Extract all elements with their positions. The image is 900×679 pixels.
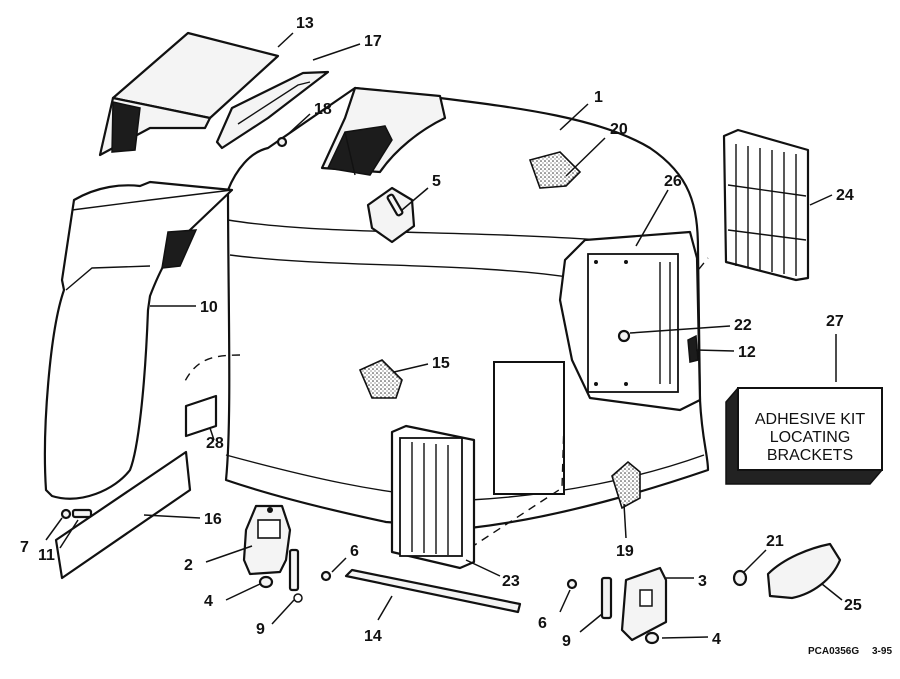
- latch-bar-9-right-part: [579, 576, 613, 633]
- front-grille-part: [390, 424, 501, 577]
- callout-26: 26: [664, 173, 682, 190]
- drawing-date: 3-95: [872, 646, 892, 657]
- bracket-12-part: [687, 334, 735, 363]
- trim-strip-part: [344, 568, 522, 621]
- screw-6-right-part: [559, 578, 578, 613]
- callout-12: 12: [738, 344, 756, 361]
- callout-2: 2: [184, 557, 193, 574]
- callout-23: 23: [502, 573, 520, 590]
- drawing-code: PCA0356G: [808, 646, 859, 657]
- callout-15: 15: [432, 355, 450, 372]
- callout-10: 10: [200, 299, 218, 316]
- callout-19: 19: [616, 543, 634, 560]
- callout-20: 20: [610, 121, 628, 138]
- callout-1: 1: [594, 89, 603, 106]
- grommet-4-right-part: [644, 631, 709, 645]
- callout-5: 5: [432, 173, 441, 190]
- cover-panel-opening: [493, 361, 565, 495]
- left-latch-part: [205, 504, 292, 576]
- callout-6-right: 6: [538, 615, 547, 632]
- callout-4-right: 4: [712, 631, 721, 648]
- kit-box-line3: BRACKETS: [767, 447, 853, 464]
- adhesive-kit-box: ADHESIVE KIT LOCATING BRACKETS: [725, 334, 883, 485]
- rear-patch-part: [558, 189, 702, 412]
- pad-19-part: [611, 460, 641, 510]
- rear-grille-part: [722, 128, 833, 282]
- callout-9-left: 9: [256, 621, 265, 638]
- fastener-part: [366, 186, 429, 244]
- screw-6-left-part: [320, 557, 347, 582]
- adhesive-strip-part: [54, 450, 201, 580]
- kit-box-line2: LOCATING: [770, 429, 851, 446]
- callout-22: 22: [734, 317, 752, 334]
- screw-18-part: [276, 113, 311, 148]
- side-panel-part: [43, 180, 234, 500]
- screw-21-part: [732, 549, 767, 587]
- latch-bar-9-left-part: [271, 548, 303, 625]
- callout-24: 24: [836, 187, 854, 204]
- callout-18: 18: [314, 101, 332, 118]
- callout-16: 16: [204, 511, 222, 528]
- scoop-insert-part: [215, 43, 361, 150]
- pad-15-part: [358, 359, 403, 399]
- callout-28: 28: [206, 435, 224, 452]
- right-latch-part: [620, 566, 694, 642]
- callout-3: 3: [698, 573, 707, 590]
- cap-25-part: [766, 542, 843, 601]
- callout-4-left: 4: [204, 593, 213, 610]
- decal-part: [184, 394, 218, 441]
- callout-11: 11: [38, 547, 55, 564]
- kit-box-line1: ADHESIVE KIT: [755, 411, 865, 428]
- callout-14: 14: [364, 628, 382, 645]
- screw-22-part: [617, 325, 731, 343]
- callout-7: 7: [20, 539, 29, 556]
- screw-washer-part: [45, 508, 93, 549]
- callout-13: 13: [296, 15, 314, 32]
- callout-21: 21: [766, 533, 784, 550]
- callout-17: 17: [364, 33, 382, 50]
- pad-20-part: [528, 151, 582, 189]
- grommet-4-left-part: [225, 575, 274, 601]
- callout-27: 27: [826, 313, 844, 330]
- hood-scoop-part: [98, 31, 294, 157]
- callout-25: 25: [844, 597, 862, 614]
- callout-9-right: 9: [562, 633, 571, 650]
- callout-6-left: 6: [350, 543, 359, 560]
